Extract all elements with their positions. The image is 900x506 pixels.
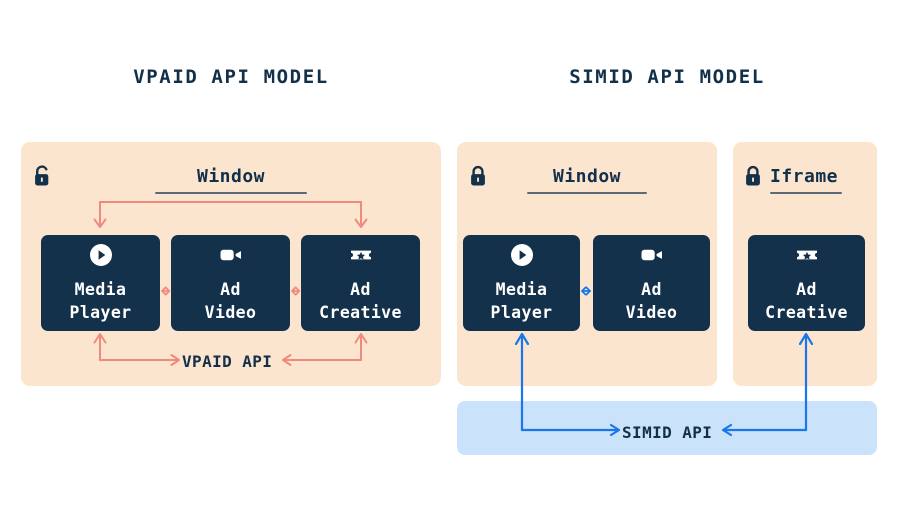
vpaid-window-label-underline bbox=[155, 192, 307, 194]
node-ad-video[interactable]: Ad Video bbox=[593, 235, 710, 331]
node-ad-creative[interactable]: Ad Creative bbox=[301, 235, 420, 331]
video-camera-icon bbox=[639, 242, 665, 268]
node-media-player[interactable]: Media Player bbox=[463, 235, 580, 331]
node-label: Ad Creative bbox=[765, 279, 848, 322]
play-circle-icon bbox=[509, 242, 535, 268]
vpaid-window-label: Window bbox=[196, 166, 266, 187]
simid-window-label: Window bbox=[552, 166, 622, 187]
lock-icon bbox=[468, 165, 488, 187]
node-label: Media Player bbox=[69, 279, 132, 322]
simid-api-label: SIMID API bbox=[622, 423, 713, 442]
node-label: Media Player bbox=[490, 279, 553, 322]
lock-icon bbox=[743, 165, 763, 187]
simid-window-label-underline bbox=[527, 192, 647, 194]
simid-iframe-label-underline bbox=[770, 192, 842, 194]
node-media-player[interactable]: Media Player bbox=[41, 235, 160, 331]
video-camera-icon bbox=[218, 242, 244, 268]
node-label: Ad Creative bbox=[319, 279, 402, 322]
node-ad-creative[interactable]: Ad Creative bbox=[748, 235, 865, 331]
ticket-star-icon bbox=[348, 242, 374, 268]
simid-model-title: SIMID API MODEL bbox=[569, 66, 765, 88]
vpaid-api-label: VPAID API bbox=[182, 352, 273, 371]
ticket-star-icon bbox=[794, 242, 820, 268]
simid-iframe-label: Iframe bbox=[770, 166, 839, 187]
unlock-icon bbox=[32, 165, 52, 187]
node-ad-video[interactable]: Ad Video bbox=[171, 235, 290, 331]
play-circle-icon bbox=[88, 242, 114, 268]
vpaid-model-title: VPAID API MODEL bbox=[133, 66, 329, 88]
node-label: Ad Video bbox=[625, 279, 678, 322]
node-label: Ad Video bbox=[204, 279, 257, 322]
